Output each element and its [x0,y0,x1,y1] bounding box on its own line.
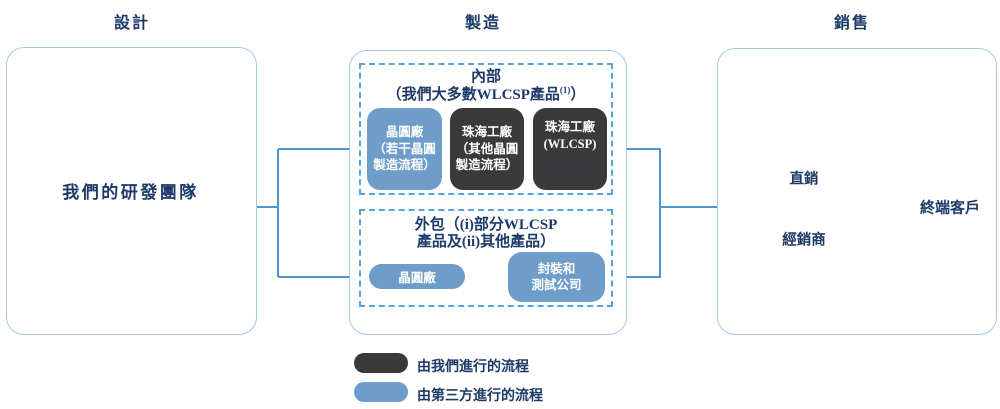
wafer-fab-line3: 製造流程） [373,158,436,173]
sales-column-header: 銷售 [833,15,871,32]
design-section-box [6,47,257,335]
internal-group-subtitle: （我們大多數WLCSP產品(1)） [387,83,586,104]
zhuhai-other-line2: （其他晶圓 [455,141,519,156]
wafer-fab-internal-box: 晶圓廠 （若干晶圓 製造流程） [367,108,442,190]
outsourced-group-box [359,209,613,307]
distributor-label: 經銷商 [782,232,826,249]
rd-team-label: 我們的研發團隊 [62,182,199,202]
osat-line2: 測試公司 [531,278,582,292]
end-customer-label: 終端客戶 [919,200,981,217]
internal-group-title: 內部 [470,69,502,85]
zhuhai-wlcsp-line1: 珠海工廠 [544,120,595,134]
zhuhai-wlcsp-box: 珠海工廠 (WLCSP) [533,108,607,190]
legend-swatch-ours [354,353,408,373]
internal-subtitle-close: ） [570,87,586,103]
legend-label-third-party: 由第三方進行的流程 [417,389,543,404]
zhuhai-other-line3: 製造流程） [455,158,519,173]
packaging-testing-company-box: 封裝和 測試公司 [508,252,605,302]
legend-label-ours: 由我們進行的流程 [417,360,529,375]
internal-subtitle-text: （我們大多數WLCSP產品 [386,87,560,103]
zhuhai-wlcsp-line2: (WLCSP) [543,136,597,151]
outsourced-group-title-line2: 產品及(ii)其他產品） [416,234,556,250]
wafer-fab-line2: （若干晶圓 [373,141,436,156]
wafer-fab-line1: 晶圓廠 [385,125,424,140]
internal-subtitle-footnote-marker: (1) [559,85,571,95]
direct-sales-label: 直銷 [789,171,819,188]
zhuhai-other-line1: 珠海工廠 [461,125,512,140]
sales-section-box [717,48,997,335]
wafer-fab-outsourced-box: 晶圓廠 [369,264,465,289]
manufacturing-column-header: 製造 [464,15,502,32]
design-column-header: 設計 [113,15,151,32]
zhuhai-other-process-box: 珠海工廠 （其他晶圓 製造流程） [450,108,524,190]
osat-line1: 封裝和 [537,261,576,276]
outsourced-group-title-line1: 外包（(i)部分WLCSP [414,217,558,233]
legend-swatch-third-party [354,382,408,402]
internal-group-box [359,63,613,195]
